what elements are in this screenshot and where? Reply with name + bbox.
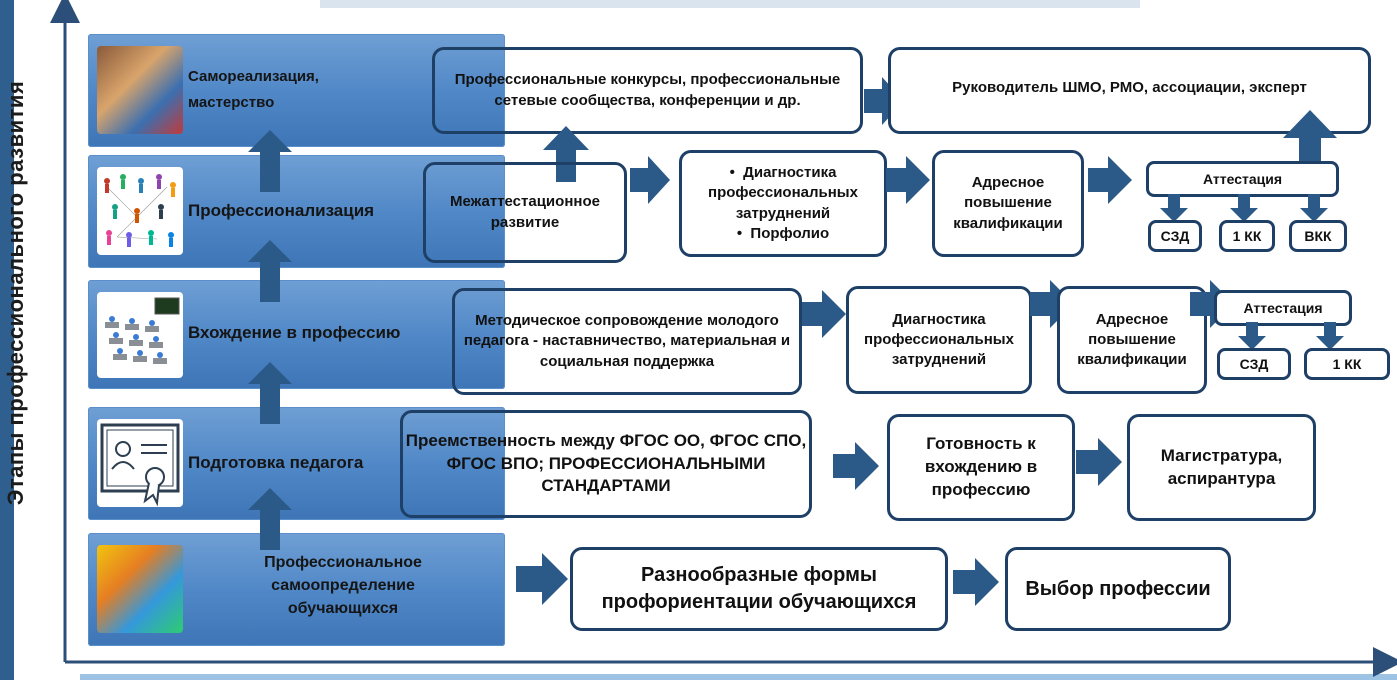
att-option: 1 КК: [1304, 348, 1390, 380]
row5-box-career-guidance: Разнообразные формы профориентации обуча…: [570, 547, 948, 631]
up-arrow-icon: [543, 126, 589, 182]
bottom-accent-bar: [80, 674, 1397, 680]
row2-box-qualification: Адресное повышение квалификации: [932, 150, 1084, 257]
down-arrow-icon: [1238, 322, 1266, 350]
row3-attestation: Аттестация: [1214, 290, 1352, 326]
row1-box-contests: Профессиональные конкурсы, профессиональ…: [432, 47, 863, 134]
stage-teacher-training: Подготовка педагога: [88, 407, 505, 520]
up-arrow-icon: [248, 362, 292, 424]
right-arrow-icon: [953, 558, 999, 606]
right-arrow-icon: [1190, 280, 1234, 328]
left-accent-bar: [0, 0, 14, 680]
row2-attestation: Аттестация: [1146, 161, 1339, 197]
right-arrow-icon: [1030, 280, 1074, 328]
hands-together-photo: [97, 46, 183, 134]
right-arrow-icon: [802, 290, 846, 338]
att-option: ВКК: [1289, 220, 1347, 252]
right-arrow-icon: [886, 156, 930, 204]
up-arrow-icon: [1283, 110, 1337, 168]
stage-label: Профессионализация: [188, 201, 375, 220]
row2-box-diagnostics: • Диагностика профессиональных затруднен…: [679, 150, 887, 257]
certificate-icon: [97, 419, 183, 507]
up-arrow-icon: [248, 240, 292, 302]
stage-professionalization: Профессионализация: [88, 155, 505, 268]
right-arrow-icon: [1076, 438, 1122, 486]
att-option: СЗД: [1217, 348, 1291, 380]
row2-box-interattestation: Межаттестационное развитие: [423, 162, 627, 263]
right-arrow-icon: [516, 553, 568, 605]
row3-box-mentoring: Методическое сопровождение молодого педа…: [452, 288, 802, 395]
down-arrow-icon: [1160, 194, 1188, 222]
row4-box-masters: Магистратура, аспирантура: [1127, 414, 1316, 521]
row3-box-qualification: Адресное повышение квалификации: [1057, 286, 1207, 394]
people-network-icon: [97, 167, 183, 255]
up-arrow-icon: [248, 130, 292, 192]
stage-label: Самореализация, мастерство: [188, 68, 319, 111]
list-item: • Порфолио: [736, 224, 830, 242]
classroom-icon: [97, 292, 183, 378]
down-arrow-icon: [1316, 322, 1344, 350]
row4-box-continuity: Преемственность между ФГОС ОО, ФГОС СПО,…: [400, 410, 812, 518]
children-professions-photo: [97, 545, 183, 633]
row4-box-readiness: Готовность к вхождению в профессию: [887, 414, 1075, 521]
row1-box-leader: Руководитель ШМО, РМО, ассоциации, экспе…: [888, 47, 1371, 134]
stage-entering-profession: Вхождение в профессию: [88, 280, 505, 389]
up-arrow-icon: [248, 488, 292, 550]
stage-label: Подготовка педагога: [188, 453, 364, 472]
stage-label: Вхождение в профессию: [188, 323, 401, 342]
att-option: СЗД: [1148, 220, 1202, 252]
title-band: [320, 0, 1140, 8]
row5-box-profession-choice: Выбор профессии: [1005, 547, 1231, 631]
list-item: • Диагностика профессиональных затруднен…: [708, 164, 858, 222]
down-arrow-icon: [1230, 194, 1258, 222]
stage-self-determination: Профессиональное самоопределение обучающ…: [88, 533, 505, 646]
right-arrow-icon: [630, 156, 670, 204]
right-arrow-icon: [864, 77, 904, 125]
down-arrow-icon: [1300, 194, 1328, 222]
axis-label: Этапы профессионального развития: [3, 80, 28, 506]
row3-box-diagnostics: Диагностика профессиональных затруднений: [846, 286, 1032, 394]
right-arrow-icon: [833, 442, 879, 490]
att-option: 1 КК: [1219, 220, 1275, 252]
stage-label: Профессиональное самоопределение обучающ…: [264, 554, 422, 618]
right-arrow-icon: [1088, 156, 1132, 204]
